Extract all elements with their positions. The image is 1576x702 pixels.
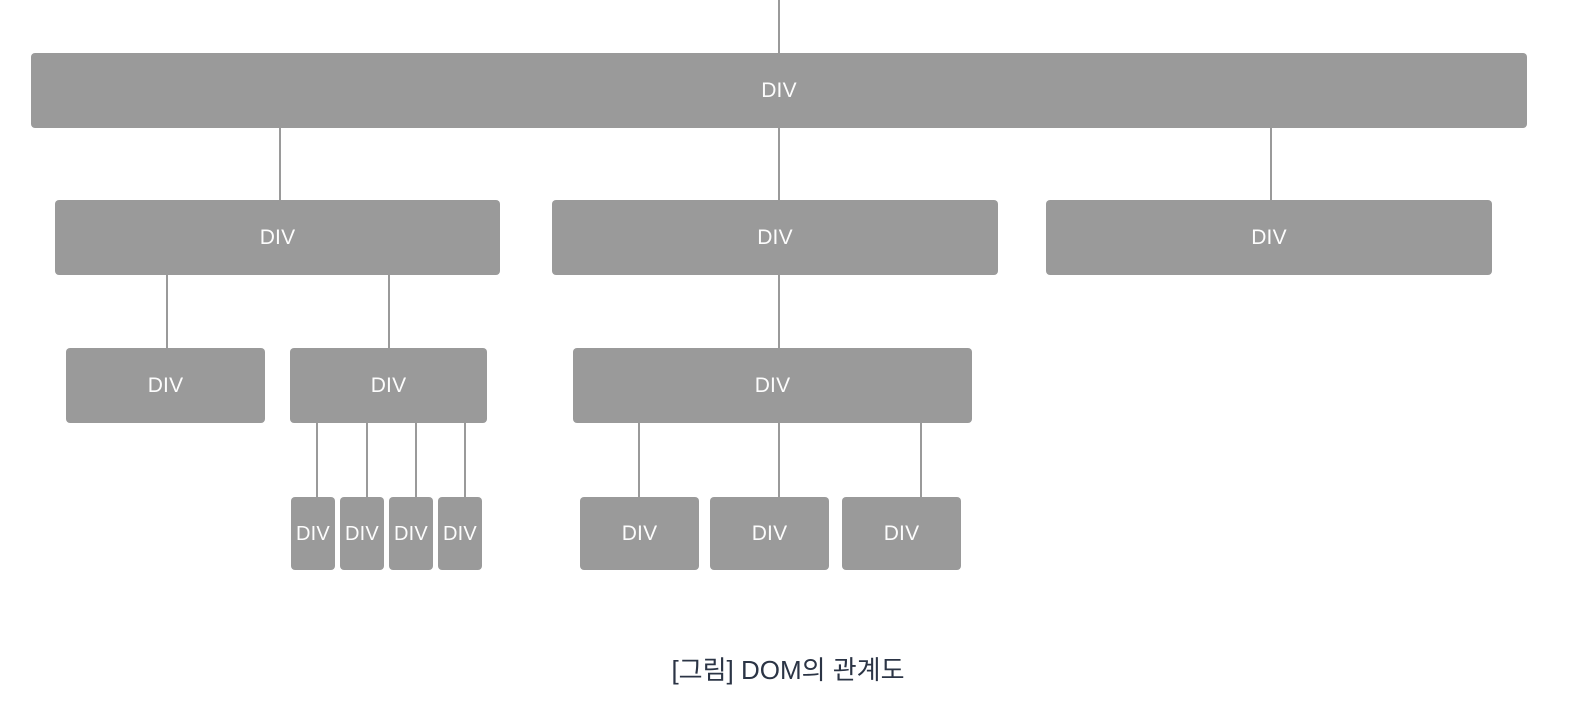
dom-node-label: DIV bbox=[751, 522, 788, 545]
dom-node-l3-a1: DIV bbox=[66, 348, 265, 423]
dom-node-label: DIV bbox=[345, 522, 379, 545]
dom-node-l4-b3: DIV bbox=[842, 497, 961, 570]
dom-node-label: DIV bbox=[443, 522, 477, 545]
edge-root-l2a bbox=[279, 128, 281, 200]
dom-node-label: DIV bbox=[761, 79, 797, 102]
edge-l2b-l3b1 bbox=[778, 275, 780, 348]
edge-l2a-l3a1 bbox=[166, 275, 168, 348]
dom-node-label: DIV bbox=[757, 226, 793, 249]
dom-node-l4-a4: DIV bbox=[438, 497, 482, 570]
dom-node-label: DIV bbox=[370, 374, 407, 397]
edge-l3a2-l4a3 bbox=[415, 423, 417, 497]
dom-node-label: DIV bbox=[621, 522, 658, 545]
dom-node-l4-b1: DIV bbox=[580, 497, 699, 570]
dom-node-l3-a2: DIV bbox=[290, 348, 487, 423]
dom-node-label: DIV bbox=[296, 522, 330, 545]
dom-node-l3-b1: DIV bbox=[573, 348, 972, 423]
dom-node-label: DIV bbox=[147, 374, 184, 397]
dom-node-l4-a1: DIV bbox=[291, 497, 335, 570]
dom-node-label: DIV bbox=[394, 522, 428, 545]
dom-node-l2-a: DIV bbox=[55, 200, 500, 275]
dom-node-l4-a2: DIV bbox=[340, 497, 384, 570]
dom-node-l4-b2: DIV bbox=[710, 497, 829, 570]
dom-node-l4-a3: DIV bbox=[389, 497, 433, 570]
edge-l3b1-l4b3 bbox=[920, 423, 922, 497]
dom-node-l2-c: DIV bbox=[1046, 200, 1492, 275]
dom-node-label: DIV bbox=[754, 374, 791, 397]
dom-node-label: DIV bbox=[259, 226, 296, 249]
edge-l3a2-l4a2 bbox=[366, 423, 368, 497]
edge-l3b1-l4b1 bbox=[638, 423, 640, 497]
dom-node-l2-b: DIV bbox=[552, 200, 998, 275]
figure-caption: [그림] DOM의 관계도 bbox=[671, 655, 905, 685]
edge-root-l2c bbox=[1270, 128, 1272, 200]
dom-node-label: DIV bbox=[1251, 226, 1287, 249]
edge-root-l2b bbox=[778, 128, 780, 200]
edge-l3a2-l4a1 bbox=[316, 423, 318, 497]
edge-l3a2-l4a4 bbox=[464, 423, 466, 497]
dom-node-root: DIV bbox=[31, 53, 1527, 128]
edge-l3b1-l4b2 bbox=[778, 423, 780, 497]
edge-l2a-l3a2 bbox=[388, 275, 390, 348]
edge-top-root bbox=[778, 0, 780, 53]
dom-node-label: DIV bbox=[883, 522, 920, 545]
